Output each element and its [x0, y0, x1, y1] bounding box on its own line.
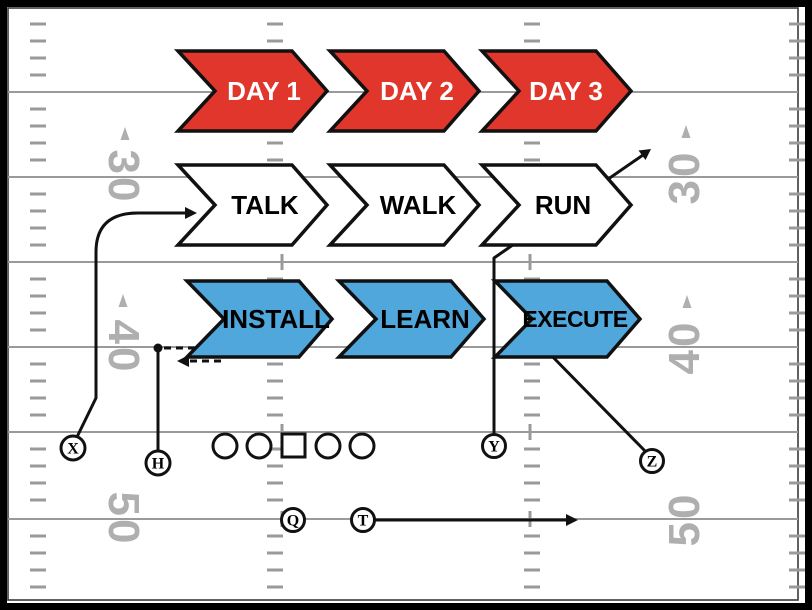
player-q-label: Q	[287, 513, 299, 530]
player-t-marker	[350, 507, 376, 533]
direction-arrow-icon	[681, 125, 691, 138]
center-square	[280, 432, 307, 459]
route-x	[74, 211, 189, 441]
offensive-line	[211, 432, 376, 460]
player-x-label: X	[67, 441, 79, 458]
player-x-marker	[59, 434, 87, 462]
chevron-run	[477, 163, 634, 247]
direction-arrow-icon	[120, 127, 130, 140]
chevron-day-3-label: DAY 3	[529, 76, 603, 106]
chevron-execute	[490, 279, 643, 359]
player-h-marker	[144, 449, 172, 477]
player-z-label: Z	[647, 454, 658, 471]
route-y-arrowhead-icon	[638, 149, 651, 160]
player-z-marker	[639, 448, 665, 474]
player-y-marker	[481, 433, 507, 459]
yard-number-left-50: 50	[99, 492, 148, 547]
chevron-learn-label: LEARN	[380, 304, 470, 334]
chevron-walk	[325, 163, 482, 247]
chevron-walk-label: WALK	[380, 190, 457, 220]
route-z	[543, 347, 648, 454]
chevron-row-install: INSTALL LEARN EXECUTE	[182, 279, 643, 359]
sideline-rectangle	[7, 7, 799, 601]
chevron-install-label: INSTALL	[222, 304, 330, 334]
yard-number-left-30: 30	[99, 150, 148, 205]
lineman-circle	[211, 432, 239, 460]
chevron-day-1-label: DAY 1	[227, 76, 301, 106]
route-x-arrowhead-icon	[185, 207, 197, 219]
chevron-row-days: DAY 1 DAY 2 DAY 3	[173, 49, 634, 133]
route-h-dot	[153, 343, 163, 353]
route-t-arrowhead-icon	[566, 514, 578, 526]
direction-arrow-icon	[682, 295, 692, 308]
lineman-circle	[314, 432, 342, 460]
player-t-label: T	[358, 513, 369, 530]
lineman-circle	[245, 432, 273, 460]
yard-number-left-40: 40	[99, 320, 148, 375]
chevron-talk	[173, 163, 330, 247]
chevron-day-2-label: DAY 2	[380, 76, 454, 106]
route-h-return	[177, 355, 221, 367]
chevron-execute-label: EXECUTE	[522, 306, 627, 332]
player-q-marker	[280, 507, 306, 533]
yard-number-right-30: 30	[660, 150, 709, 205]
route-h-arrowhead-icon	[177, 355, 189, 367]
players: X H Y Z Q T	[59, 432, 665, 533]
yard-number-right-40: 40	[660, 320, 709, 375]
chevron-row-talk: TALK WALK RUN	[173, 163, 634, 247]
lineman-circle	[348, 432, 376, 460]
chevron-day-3	[477, 49, 634, 133]
yard-number-right-50: 50	[660, 492, 709, 547]
chevron-day-1	[173, 49, 330, 133]
yard-numbers: 30 40 50 30 40 50	[99, 125, 709, 546]
chevron-talk-label: TALK	[231, 190, 299, 220]
chevron-day-2	[325, 49, 482, 133]
player-y-label: Y	[488, 439, 500, 456]
player-h-label: H	[152, 456, 165, 473]
chevron-learn	[334, 279, 487, 359]
chevron-install	[182, 279, 335, 359]
direction-arrow-icon	[118, 294, 128, 307]
chevron-run-label: RUN	[535, 190, 591, 220]
chevron-rows: DAY 1 DAY 2 DAY 3 TALK WALK RUN INSTALL …	[173, 49, 643, 359]
